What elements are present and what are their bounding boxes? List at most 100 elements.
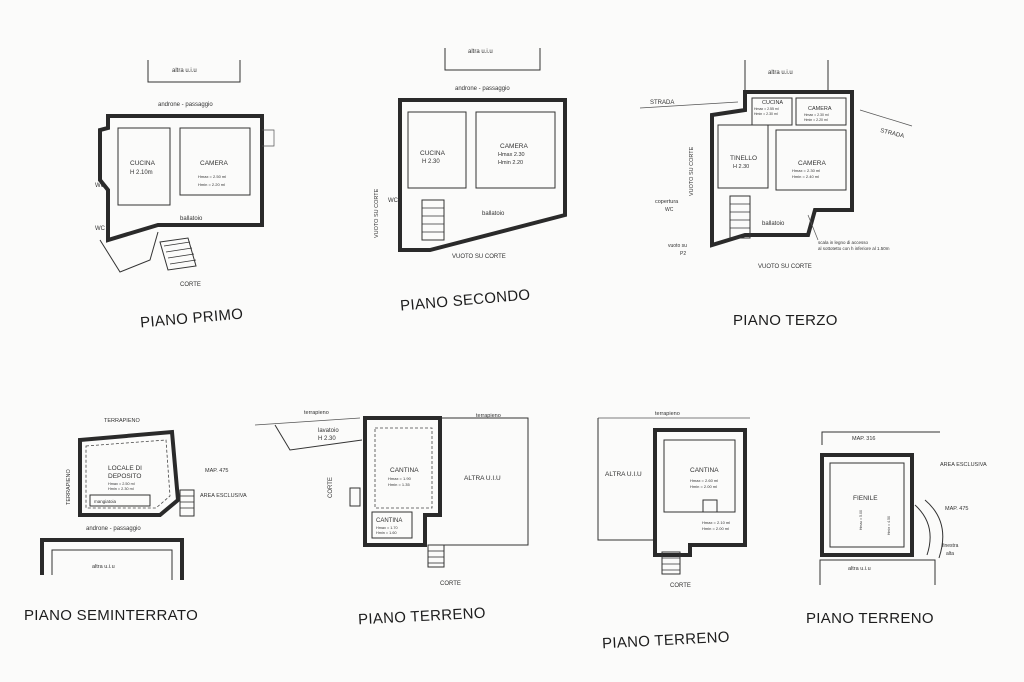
cantina2-label: CANTINA xyxy=(376,518,402,524)
locale-label-1: LOCALE DI xyxy=(108,465,142,472)
cucina-room xyxy=(407,111,467,189)
outer-walls xyxy=(653,428,747,557)
map-316-outline xyxy=(821,431,940,445)
androne-label: androne - passaggio xyxy=(86,526,141,532)
cantina-hmax: Hmax = 1.90 xyxy=(388,476,412,481)
terrapieno-label: terrapieno xyxy=(655,411,680,417)
terrapieno-right: terrapieno xyxy=(476,413,501,419)
camera-hmin: Hmin = 2.20 ml xyxy=(198,182,225,187)
cucina-hmin: Hmin = 2.30 ml xyxy=(754,112,778,116)
vuoto-corte-bottom: VUOTO SU CORTE xyxy=(758,264,812,270)
camera-top-room xyxy=(795,97,847,126)
locale-hmax: Hmax = 2.50 ml xyxy=(108,482,135,486)
area-esclusiva-label: AREA ESCLUSIVA xyxy=(940,462,987,468)
inner-dashed xyxy=(85,439,171,509)
altra-uiu-outline xyxy=(744,60,829,93)
corte-side: CORTE xyxy=(328,477,334,498)
camera-hmax: Hmax = 2.30 ml xyxy=(792,168,820,173)
altra-uiu-outline xyxy=(40,538,184,580)
altra-uiu-label: altra u.i.u xyxy=(768,70,793,76)
altra-uiu-label: ALTRA U.I.U xyxy=(605,471,642,478)
altra-uiu-outline xyxy=(819,559,936,585)
cucina-room xyxy=(117,127,171,206)
outer-walls xyxy=(398,98,567,252)
cantina-room xyxy=(663,439,736,513)
outer-walls xyxy=(78,429,181,517)
altra-uiu-label: altra u.i.u xyxy=(848,566,871,572)
outer-walls xyxy=(820,453,914,557)
fienile-hmin: Hmin = 4.50 xyxy=(887,516,891,535)
wc-label-2: WC xyxy=(95,226,106,232)
fienile-label: FIENILE xyxy=(853,495,878,502)
fienile-hmax: Hmax = 5.00 xyxy=(859,510,863,530)
camera-label: CAMERA xyxy=(798,160,826,167)
camera-hmin: Hmin 2.20 xyxy=(498,160,523,166)
tinello-height: H 2.30 xyxy=(733,164,749,170)
cantina-hmin: Hmin = 2.00 ml xyxy=(690,484,717,489)
cucina-room xyxy=(751,97,793,126)
cantina-label: CANTINA xyxy=(690,467,719,474)
lavatoio-outline xyxy=(274,424,363,451)
vuoto-corte-side: VUOTO SU CORTE xyxy=(689,146,695,196)
map-316-label: MAP. 316 xyxy=(852,436,875,442)
cantina-label: CANTINA xyxy=(390,467,419,474)
androne-label: androne - passaggio xyxy=(455,86,510,92)
strada-left: STRADA xyxy=(650,100,674,106)
cucina-hmax: Hmax = 2.55 ml xyxy=(754,107,779,111)
plan-piano-primo: altra u.i.u androne - passaggio CUCINA H… xyxy=(95,60,275,288)
camera-top-label: CAMERA xyxy=(808,106,832,112)
cantina-dashed xyxy=(374,427,433,509)
altra-uiu-outline xyxy=(440,417,529,546)
corte-label: CORTE xyxy=(180,282,201,288)
finestra-label-1: finestra xyxy=(942,543,959,549)
cantina-hmin: Hmin = 1.35 xyxy=(388,482,410,487)
wc-label: WC xyxy=(665,207,674,213)
cucina-height: H 2.10m xyxy=(130,170,153,176)
cucina-label: CUCINA xyxy=(762,100,783,106)
cantina-box xyxy=(702,499,718,513)
plan-piano-terreno-1: terrapieno terrapieno lavatoio H 2.30 CA… xyxy=(254,410,529,587)
locale-hmin: Hmin = 2.30 ml xyxy=(108,487,134,491)
mangiatoia-box xyxy=(89,494,151,507)
camera-top-hmin: Hmin = 2.20 ml xyxy=(804,118,828,122)
wc-label: WC xyxy=(388,198,399,204)
curved-stair xyxy=(914,504,931,556)
cucina-label: CUCINA xyxy=(420,150,446,157)
terrapieno-side: TERRAPIENO xyxy=(66,469,72,505)
camera-hmax: Hmax = 2.50 ml xyxy=(198,174,226,179)
lower-room xyxy=(99,231,159,273)
map-label: MAP. 475 xyxy=(205,468,228,474)
wc-label-1: WC xyxy=(95,183,106,189)
terrapieno-line xyxy=(254,417,361,426)
scala-note-1: scala in legno di accesso xyxy=(818,240,869,245)
altra-uiu-label: altra u.i.u xyxy=(92,564,115,570)
camera-room xyxy=(179,127,251,196)
androne-label: androne - passaggio xyxy=(158,102,213,108)
p2-label: P2 xyxy=(680,251,686,257)
plan-piano-terreno-2: terrapieno ALTRA U.I.U CANTINA Hmax = 2.… xyxy=(597,411,750,589)
vuoto-corte-side: VUOTO SU CORTE xyxy=(374,188,380,238)
lavatoio-label: lavatoio xyxy=(318,428,339,434)
plan-piano-terzo: altra u.i.u STRADA STRADA CUCINA Hmax = … xyxy=(639,60,913,270)
terrapieno-top: TERRAPIENO xyxy=(104,418,140,424)
camera-room xyxy=(475,111,556,189)
street-line-left xyxy=(639,101,739,109)
plan-piano-secondo: altra u.i.u androne - passaggio CUCINA H… xyxy=(374,48,567,260)
outer-walls xyxy=(98,114,264,243)
corte-bottom: CORTE xyxy=(440,581,461,587)
camera-room xyxy=(775,129,847,191)
altra-uiu-outline xyxy=(147,60,241,83)
altra-uiu-outline xyxy=(444,48,541,71)
title-piano-terzo: PIANO TERZO xyxy=(733,312,838,329)
stairs xyxy=(159,237,197,271)
small-box xyxy=(349,487,361,507)
ballatoio-label: ballatoio xyxy=(482,211,505,217)
cantina2-room xyxy=(371,511,413,539)
ballatoio-label: ballatoio xyxy=(762,221,785,227)
altra-uiu-outline xyxy=(597,418,655,541)
passage-hmin: Hmin = 2.00 ml xyxy=(702,526,729,531)
altra-uiu-inner xyxy=(51,549,173,580)
stairs xyxy=(661,551,681,575)
